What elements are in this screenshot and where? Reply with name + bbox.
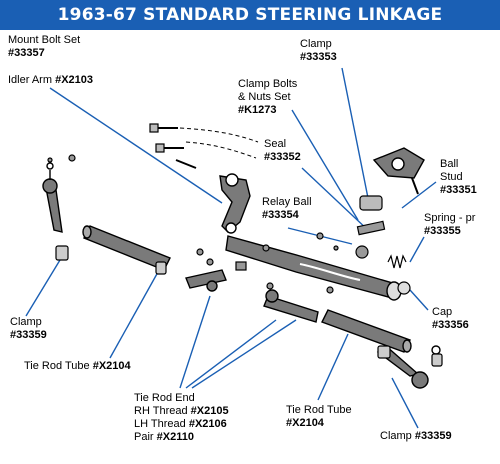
- leader-tre-2: [185, 319, 277, 389]
- hardware-bits: [47, 154, 339, 294]
- linkage-illustration: [25, 67, 443, 429]
- mount-bolt-part-number: #33357: [8, 47, 45, 59]
- idler-arm-part-number: #X2103: [55, 74, 94, 86]
- seal-name: Seal: [264, 138, 287, 150]
- callout-clamp-bolts: Clamp Bolts & Nuts Set #K1273: [238, 78, 297, 117]
- callout-relay-ball: Relay Ball #33354: [262, 196, 312, 222]
- cap-part-number: #33356: [432, 319, 469, 331]
- clamp-left-part: [55, 245, 167, 275]
- clamp-left-name: Clamp: [10, 316, 42, 328]
- callout-tie-rod-end: Tie Rod End RH Thread #X2105 LH Thread #…: [134, 392, 229, 444]
- tie-rod-end-pair-part-number: #X2110: [156, 431, 194, 443]
- leader-clamp-top: [341, 67, 369, 199]
- cap-name: Cap: [432, 306, 453, 318]
- leader-clamp-left: [25, 259, 61, 317]
- relay-ball-name: Relay Ball: [262, 196, 312, 208]
- callout-mount-bolt: Mount Bolt Set #33357: [8, 34, 80, 60]
- spring-name: Spring - pr: [424, 212, 476, 224]
- tie-rod-end-rh-part-number: #X2105: [190, 405, 229, 417]
- tie-rod-end-inner: [185, 269, 227, 292]
- callout-spring: Spring - pr #33355: [424, 212, 475, 238]
- tie-rod-tube-right-part-number: #X2104: [286, 417, 324, 429]
- clamp-bolts-name-line2: & Nuts Set: [238, 91, 291, 103]
- leader-clamp-bolts: [291, 109, 359, 221]
- tie-rod-end-pair-label: Pair: [134, 431, 154, 443]
- clamp-top-name: Clamp: [300, 38, 332, 50]
- callout-ball-stud: Ball Stud #33351: [440, 158, 477, 197]
- seal-part-number: #33352: [264, 151, 301, 163]
- tie-rod-end-inner-2: [263, 289, 319, 323]
- callout-clamp-right: Clamp #33359: [380, 430, 452, 443]
- callout-clamp-left: Clamp #33359: [10, 316, 47, 342]
- mount-bolt-part: [149, 123, 197, 169]
- leader-ball-stud: [401, 181, 437, 209]
- ball-stud-name-line1: Ball: [440, 158, 459, 170]
- callout-seal: Seal #33352: [264, 138, 301, 164]
- tie-rod-end-lh-part-number: #X2106: [188, 418, 227, 430]
- callout-idler-arm: Idler Arm #X2103: [8, 74, 93, 87]
- leader-spring: [409, 236, 425, 263]
- tie-rod-tube-left-part-number: #X2104: [92, 360, 131, 372]
- clamp-left-part-number: #33359: [10, 329, 47, 341]
- clamp-bolts-part-number: #K1273: [238, 104, 277, 116]
- callout-clamp-top: Clamp #33353: [300, 38, 337, 64]
- frame-outline: [179, 127, 259, 159]
- ball-stud-part-number: #33351: [440, 184, 477, 196]
- leader-tube-right: [317, 333, 349, 401]
- leader-tube-left: [109, 271, 159, 359]
- tie-rod-end-rh-label: RH Thread: [134, 405, 188, 417]
- pitman-arm-part: [372, 147, 425, 195]
- relay-rod-part: [225, 235, 402, 301]
- clamp-right-part-number: #33359: [414, 430, 452, 442]
- tie-rod-end-left-outer: [42, 162, 63, 233]
- mount-bolt-name: Mount Bolt Set: [8, 34, 81, 46]
- leader-tre-1: [179, 295, 211, 389]
- leader-cap: [409, 289, 429, 311]
- tie-rod-tube-right-name: Tie Rod Tube: [286, 404, 352, 416]
- relay-ball-part-number: #33354: [262, 209, 299, 221]
- clamp-top-part-number: #33353: [300, 51, 337, 63]
- tie-rod-end-lh-label: LH Thread: [134, 418, 186, 430]
- relay-ball-assembly-part: [355, 195, 411, 295]
- callout-tie-rod-tube-left: Tie Rod Tube #X2104: [24, 360, 131, 373]
- ball-stud-name-line2: Stud: [440, 171, 463, 183]
- leader-idler-arm: [49, 87, 223, 204]
- idler-arm-name: Idler Arm: [8, 74, 53, 86]
- spring-part-number: #33355: [424, 225, 461, 237]
- callout-cap: Cap #33356: [432, 306, 469, 332]
- leader-tre-3: [191, 319, 297, 389]
- leader-seal: [301, 167, 371, 233]
- leader-clamp-right: [391, 377, 419, 429]
- clamp-right-part: [377, 345, 443, 367]
- clamp-bolts-name-line1: Clamp Bolts: [238, 78, 298, 90]
- idler-arm-part: [219, 173, 251, 234]
- clamp-right-name: Clamp: [380, 430, 412, 442]
- tie-rod-tube-right-part: [321, 309, 412, 353]
- tie-rod-end-name: Tie Rod End: [134, 392, 195, 404]
- tie-rod-tube-left-name: Tie Rod Tube: [24, 360, 90, 372]
- spring-part: [387, 254, 407, 269]
- diagram-title: 1963-67 STANDARD STEERING LINKAGE: [0, 0, 500, 30]
- callout-tie-rod-tube-right: Tie Rod Tube #X2104: [286, 404, 352, 430]
